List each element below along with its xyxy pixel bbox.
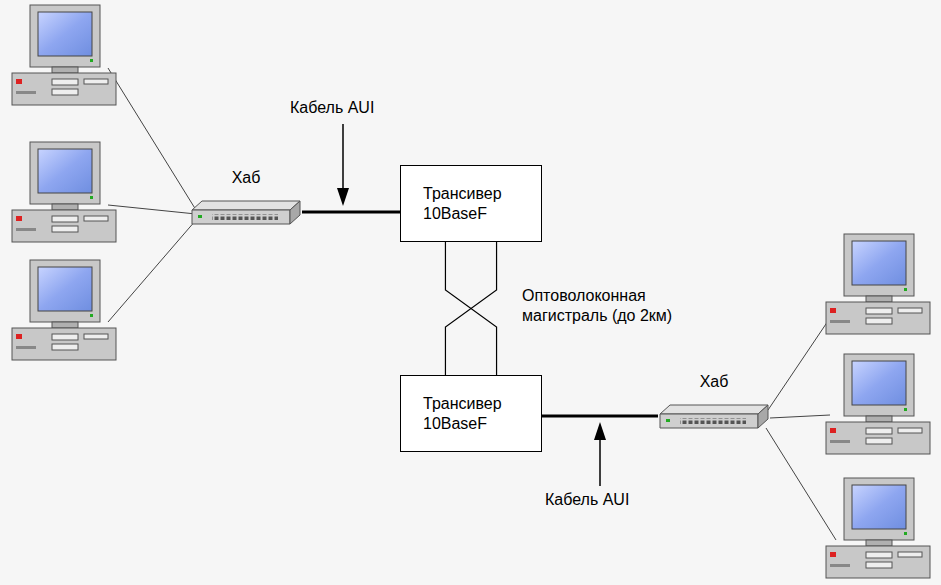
aui-cable (302, 211, 400, 214)
box-text: Трансивер 10BaseF (401, 394, 535, 434)
computer (12, 5, 116, 105)
callout-arrow (594, 422, 606, 486)
hub-device (190, 198, 302, 228)
cable-label: Кабель AUI (290, 98, 410, 118)
transceiver-box: Трансивер 10BaseF (400, 165, 542, 242)
fiber-line (445, 242, 496, 375)
hub-label: Хаб (190, 168, 302, 192)
computer (826, 478, 930, 578)
transceiver-box: Трансивер 10BaseF (400, 375, 542, 452)
box-text: Трансивер 10BaseF (401, 184, 535, 224)
aui-cable (542, 415, 658, 418)
fiber-line (445, 242, 496, 375)
link-label: Оптоволоконная магистраль (до 2км) (522, 286, 712, 326)
callout-arrow (337, 124, 349, 206)
cable-label: Кабель AUI (545, 490, 665, 510)
computer (12, 142, 116, 242)
hub: Хаб (658, 372, 770, 434)
hub: Хаб (190, 168, 302, 230)
hub-device (658, 402, 770, 432)
computer (826, 234, 930, 334)
computer (826, 354, 930, 454)
computer-wires (108, 68, 836, 540)
computer (12, 260, 116, 360)
hub-label: Хаб (658, 372, 770, 396)
